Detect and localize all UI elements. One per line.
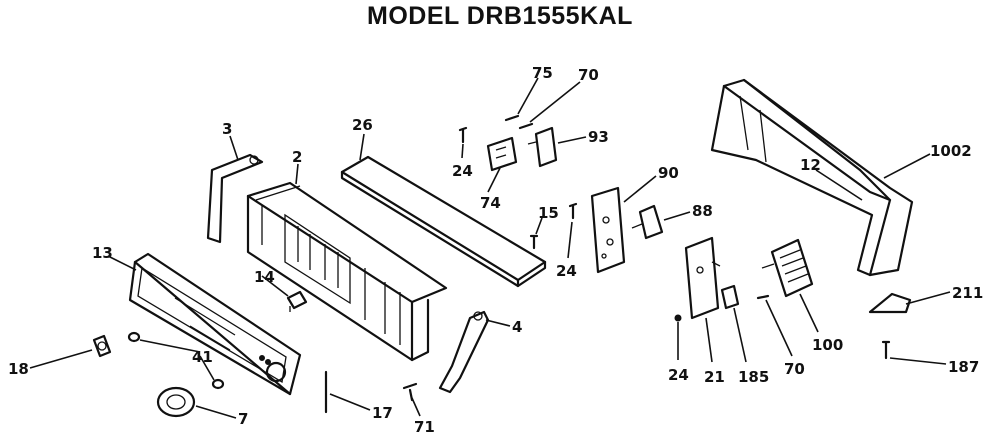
callout-3: 3	[222, 120, 232, 138]
callout-13: 13	[92, 244, 113, 262]
callout-4: 4	[512, 318, 522, 336]
callout-24-a: 24	[452, 162, 473, 180]
part-100-timer	[761, 238, 814, 298]
part-71-screw	[402, 382, 418, 402]
part-24-screw-b	[568, 202, 578, 220]
callout-21: 21	[704, 368, 725, 386]
part-15-screw	[529, 234, 539, 250]
callout-100: 100	[812, 336, 843, 354]
callout-70-top: 70	[578, 66, 599, 84]
part-24-screw-c	[674, 314, 682, 322]
callout-187: 187	[948, 358, 979, 376]
callout-12: 12	[800, 156, 821, 174]
part-185-clip	[720, 284, 740, 310]
part-1002-console-end-cap	[710, 78, 914, 277]
part-24-screw-a	[458, 126, 468, 144]
part-7-dial-knob	[156, 386, 196, 418]
callout-71: 71	[414, 418, 435, 436]
callout-24-b: 24	[556, 262, 577, 280]
diagram-title: MODEL DRB1555KAL	[367, 2, 633, 30]
part-75-screw	[504, 114, 520, 122]
callout-2: 2	[292, 148, 302, 166]
callout-211: 211	[952, 284, 983, 302]
part-2-backsplash-housing	[246, 181, 448, 362]
callout-88: 88	[692, 202, 713, 220]
callout-93: 93	[588, 128, 609, 146]
callout-90: 90	[658, 164, 679, 182]
callout-185: 185	[738, 368, 769, 386]
callout-17: 17	[372, 404, 393, 422]
part-13-control-panel	[128, 252, 302, 396]
callout-18: 18	[8, 360, 29, 378]
callout-26: 26	[352, 116, 373, 134]
callout-labels: 75 70 93 26 3 2 24 74 90 15 24 88 12 100…	[8, 64, 983, 436]
callout-24-c: 24	[668, 366, 689, 384]
part-211-bracket	[868, 292, 912, 314]
callout-14: 14	[254, 268, 275, 286]
callout-70-lower: 70	[784, 360, 805, 378]
callout-7: 7	[238, 410, 248, 428]
part-88-motor	[631, 204, 664, 240]
part-14-clip	[286, 290, 308, 312]
part-41-knob	[127, 331, 225, 390]
part-18-knob	[92, 334, 112, 358]
part-26-top-panel	[340, 155, 547, 288]
callout-41: 41	[192, 348, 213, 366]
part-90-mounting-plate	[590, 186, 626, 274]
callout-1002: 1002	[930, 142, 972, 160]
callout-75: 75	[532, 64, 553, 82]
part-187-screw	[881, 340, 891, 360]
part-21-plate	[684, 236, 721, 320]
part-93-switch	[527, 126, 558, 168]
leader-lines	[29, 77, 951, 419]
part-70-screw-top	[518, 122, 534, 130]
part-70-screw-lower	[756, 294, 770, 300]
part-4-right-bracket	[438, 310, 490, 394]
callout-74: 74	[480, 194, 501, 212]
part-3-left-bracket	[206, 153, 264, 244]
part-74-switch	[486, 136, 518, 172]
callout-15: 15	[538, 204, 559, 222]
